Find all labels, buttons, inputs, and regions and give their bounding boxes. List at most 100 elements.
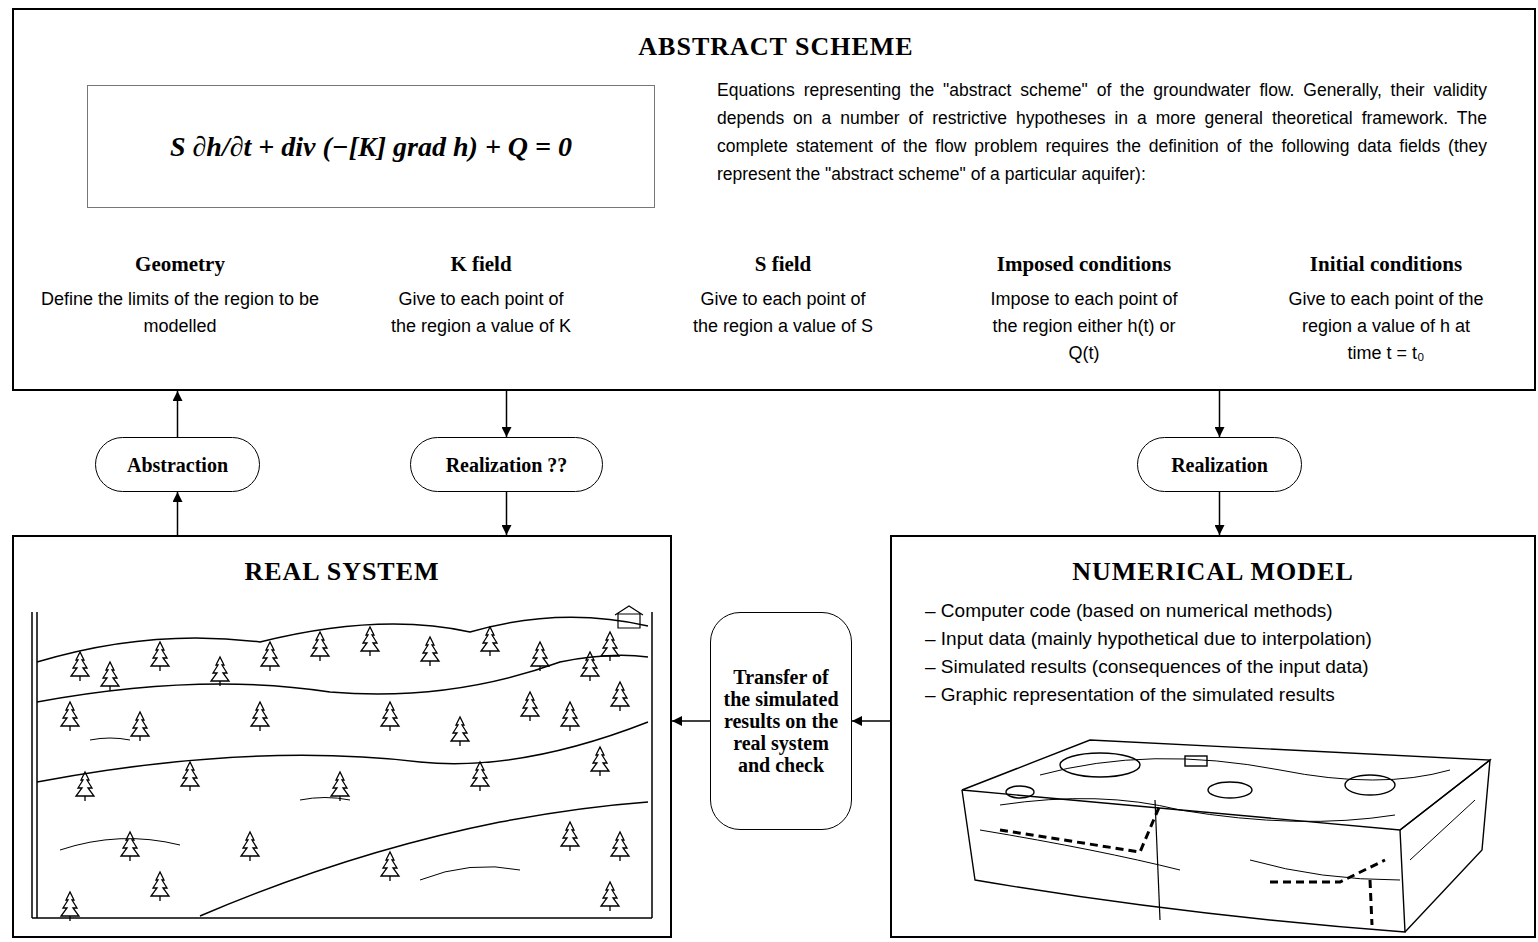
illustration-part (37, 655, 648, 702)
text-slot: ABSTRACT SCHEME (14, 32, 1538, 62)
illustration-part (32, 612, 652, 918)
illustration-part (615, 606, 643, 628)
text-slot: S ∂h/∂t + div (−[K] grad h) + Q = 0 (88, 86, 654, 207)
text-slot: S field (688, 252, 878, 277)
flow-arrow (177, 391, 179, 437)
illustration-part (611, 682, 629, 711)
real-system-box: REAL SYSTEM (12, 535, 672, 938)
column-heading: Geometry (30, 252, 330, 277)
text-slot: – Simulated results (consequences of the… (925, 653, 1525, 681)
process-oval: Realization (1137, 437, 1302, 492)
box-title: REAL SYSTEM (14, 557, 670, 587)
text-slot: K field (386, 252, 576, 277)
flow-arrow (672, 720, 710, 722)
illustration-part (1345, 775, 1395, 795)
illustration-part (591, 747, 609, 776)
list-item: – Computer code (based on numerical meth… (925, 597, 1525, 625)
illustration-part (381, 702, 399, 731)
illustration-part (1060, 753, 1140, 777)
text-slot: – Input data (mainly hypothetical due to… (925, 625, 1525, 653)
illustration-part (60, 738, 520, 880)
landscape-illustration (32, 606, 652, 921)
box-title: NUMERICAL MODEL (892, 557, 1534, 587)
text-slot: Abstraction (96, 438, 259, 491)
illustration-part (37, 722, 648, 782)
column-heading: K field (386, 252, 576, 277)
illustration-part (471, 762, 489, 791)
text-slot: Initial conditions (1286, 252, 1486, 277)
illustration-part (581, 652, 599, 681)
equation-box: S ∂h/∂t + div (−[K] grad h) + Q = 0 (87, 85, 655, 208)
illustration-part (1208, 782, 1252, 798)
text-slot: REAL SYSTEM (14, 557, 670, 587)
numerical-model-box: NUMERICAL MODEL – Computer code (based on… (890, 535, 1536, 938)
illustration-part (601, 882, 619, 911)
illustration-part (381, 852, 399, 881)
flow-arrow (1219, 492, 1221, 535)
illustration-part (121, 832, 139, 861)
equation: S ∂h/∂t + div (−[K] grad h) + Q = 0 (170, 131, 572, 163)
section-heading: ABSTRACT SCHEME (14, 32, 1538, 62)
illustration-part (361, 627, 379, 656)
illustration-part (251, 702, 269, 731)
text-slot: Realization ?? (411, 438, 602, 491)
illustration-part (1006, 786, 1034, 798)
illustration-part (131, 712, 149, 741)
list-item: – Input data (mainly hypothetical due to… (925, 625, 1525, 653)
column-heading: Imposed conditions (979, 252, 1189, 277)
scheme-box: ABSTRACT SCHEME Equations representing th… (12, 8, 1536, 391)
oval-label: Realization (1171, 454, 1268, 476)
illustration-part (61, 702, 79, 731)
illustration-part (962, 790, 1405, 932)
illustration-part (1155, 800, 1160, 920)
column-text: Give to each point of the region a value… (1286, 286, 1486, 367)
text-slot: Give to each point of the region a value… (688, 286, 878, 340)
illustration-part (331, 772, 349, 801)
column-text: Give to each point of the region a value… (386, 286, 576, 340)
illustration-part (451, 717, 469, 746)
column-heading: Initial conditions (1286, 252, 1486, 277)
illustration-part (1400, 760, 1490, 932)
illustration-part (37, 617, 648, 662)
process-oval: Realization ?? (410, 437, 603, 492)
column-text: Give to each point of the region a value… (688, 286, 878, 340)
column-heading: S field (688, 252, 878, 277)
illustration-part (1185, 756, 1207, 766)
illustration-part (311, 632, 329, 661)
flow-arrow (852, 720, 890, 722)
illustration-part (241, 832, 259, 861)
text-slot: Define the limits of the region to be mo… (30, 286, 330, 340)
flow-arrow (506, 391, 508, 437)
illustration-part (181, 762, 199, 791)
text-slot: Imposed conditions (979, 252, 1189, 277)
text-slot: Geometry (30, 252, 330, 277)
illustration-part (962, 740, 1490, 830)
column-text: Impose to each point of the region eithe… (979, 286, 1189, 367)
flow-arrow (506, 492, 508, 535)
illustration-part (61, 892, 79, 921)
illustration-part (76, 772, 94, 801)
illustration-part (421, 637, 439, 666)
flow-arrow (177, 492, 179, 535)
illustration-part (611, 832, 629, 861)
block-diagram-illustration (962, 740, 1490, 932)
illustration-part (101, 662, 119, 691)
list-item: – Simulated results (consequences of the… (925, 653, 1525, 681)
text-slot: – Graphic representation of the simulate… (925, 681, 1525, 709)
illustration-part (211, 657, 229, 686)
text-slot: Equations representing the "abstract sch… (717, 76, 1487, 188)
illustration-part (1000, 759, 1450, 822)
list-item: – Graphic representation of the simulate… (925, 681, 1525, 709)
illustration-part (601, 632, 619, 661)
oval-label: Transfer of the simulated results on the… (721, 666, 841, 776)
flow-arrow (1219, 391, 1221, 437)
illustration-part (261, 642, 279, 671)
illustration-part (71, 652, 89, 681)
process-oval: Abstraction (95, 437, 260, 492)
text-slot: Transfer of the simulated results on the… (711, 613, 851, 829)
illustration-part (561, 822, 579, 851)
illustration-part (531, 642, 549, 671)
illustration-part (1000, 805, 1385, 925)
text-slot: NUMERICAL MODEL (892, 557, 1534, 587)
oval-label: Abstraction (127, 454, 228, 476)
